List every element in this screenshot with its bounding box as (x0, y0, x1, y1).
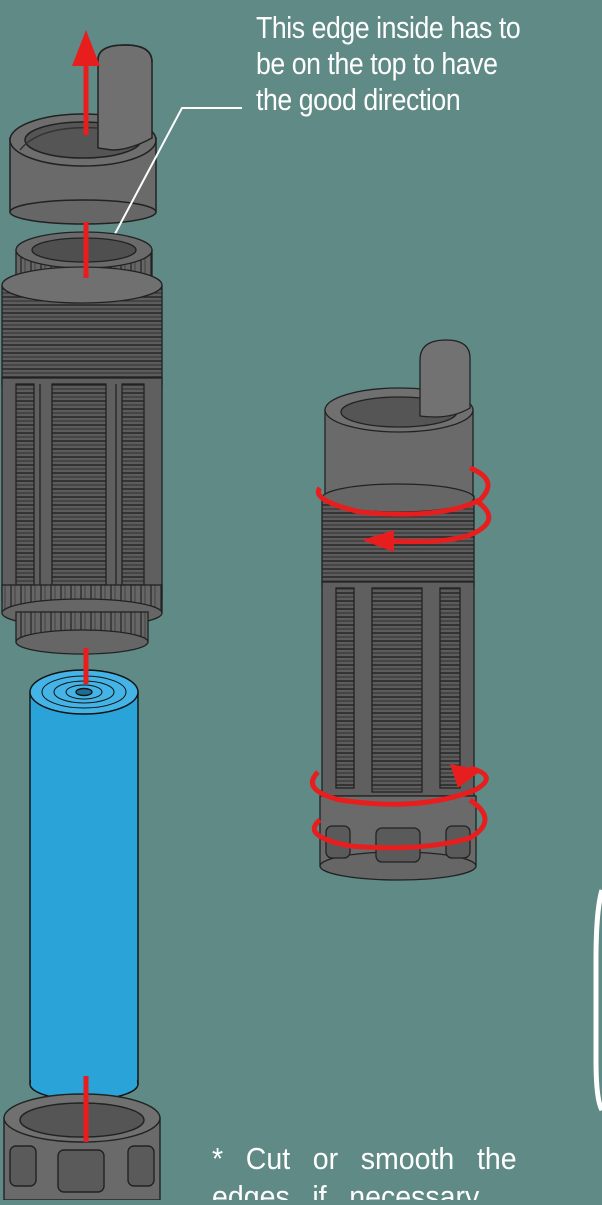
footnote-line-1: * Cut or smooth the (212, 1140, 571, 1178)
main-body-part (2, 267, 162, 654)
footnote-line-2: edges if necessary (212, 1178, 571, 1200)
blue-tube-part (30, 670, 138, 1100)
cropped-white-shape (596, 890, 602, 1110)
callout-line-2: be on the top to have (256, 46, 548, 82)
callout-text: This edge inside has to be on the top to… (256, 10, 548, 118)
bottom-nut-part (4, 1094, 160, 1200)
callout-line-3: the good direction (256, 82, 548, 118)
footnote-text: * Cut or smooth the edges if necessary (212, 1140, 571, 1200)
callout-line-1: This edge inside has to (256, 10, 548, 46)
